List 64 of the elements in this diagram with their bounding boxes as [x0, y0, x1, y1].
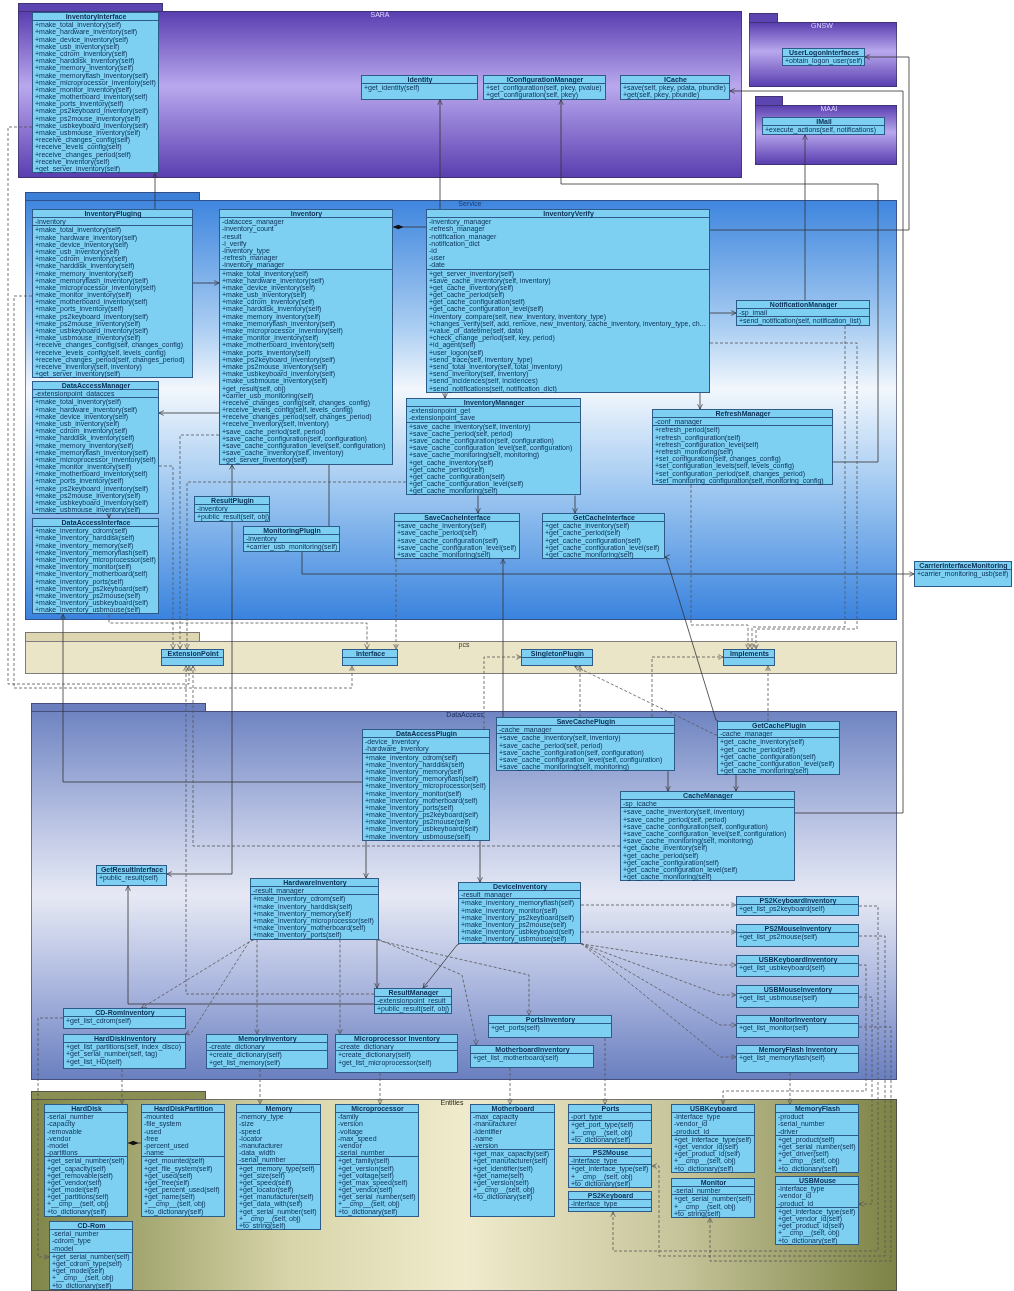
- class-box: [736, 924, 859, 947]
- class-box: [426, 209, 710, 393]
- class-box: [32, 381, 159, 515]
- package-frame: [755, 96, 897, 165]
- class-box: [914, 561, 1012, 587]
- class-box: [406, 398, 581, 496]
- class-box: [483, 75, 606, 100]
- class-box: [542, 513, 665, 560]
- class-box: [361, 75, 478, 100]
- package-frame: [25, 632, 897, 674]
- class-box: [394, 513, 520, 560]
- class-box: [49, 1221, 133, 1290]
- package-frame: [18, 3, 742, 178]
- class-box: [736, 985, 859, 1008]
- class-box: [775, 1176, 859, 1245]
- package-frame: [749, 13, 897, 87]
- class-box: [736, 896, 859, 916]
- class-box: [521, 649, 593, 666]
- class-box: [206, 1034, 328, 1069]
- class-box: [243, 526, 340, 552]
- class-box: [496, 717, 675, 772]
- package-frame: [31, 703, 897, 1080]
- class-box: [219, 209, 393, 465]
- class-box: [342, 649, 398, 666]
- class-box: [568, 1148, 652, 1188]
- class-box: [250, 878, 379, 940]
- class-box: [335, 1034, 458, 1073]
- package-frame: [31, 1091, 897, 1291]
- class-box: [335, 1104, 419, 1217]
- class-box: [671, 1178, 755, 1218]
- class-box: [620, 791, 795, 882]
- class-box: [736, 1045, 859, 1073]
- class-box: [32, 209, 193, 379]
- class-box: [568, 1191, 652, 1212]
- class-box: [32, 518, 159, 615]
- class-box: [652, 409, 833, 485]
- class-box: [44, 1104, 128, 1217]
- class-box: [736, 1015, 859, 1038]
- class-box: [374, 988, 452, 1014]
- class-box: [194, 496, 270, 522]
- class-box: [568, 1104, 652, 1144]
- class-box: [63, 1034, 186, 1069]
- class-box: [470, 1045, 594, 1068]
- association-line: [328, 464, 330, 527]
- class-box: [736, 300, 870, 326]
- class-box: [96, 865, 167, 886]
- class-box: [32, 12, 159, 174]
- class-box: [488, 1015, 612, 1038]
- class-box: [620, 75, 730, 100]
- class-box: [717, 721, 840, 776]
- class-box: [141, 1104, 225, 1217]
- class-box: [671, 1104, 755, 1173]
- class-box: [458, 882, 581, 944]
- class-box: [762, 117, 885, 135]
- class-box: [362, 729, 490, 841]
- class-box: [63, 1008, 186, 1029]
- class-box: [236, 1104, 321, 1231]
- class-box: [723, 649, 775, 666]
- class-box: [775, 1104, 859, 1173]
- package-frame: [25, 192, 897, 620]
- class-box: [470, 1104, 555, 1217]
- class-box: [736, 955, 859, 977]
- class-box: [782, 48, 865, 66]
- class-box: [161, 649, 224, 666]
